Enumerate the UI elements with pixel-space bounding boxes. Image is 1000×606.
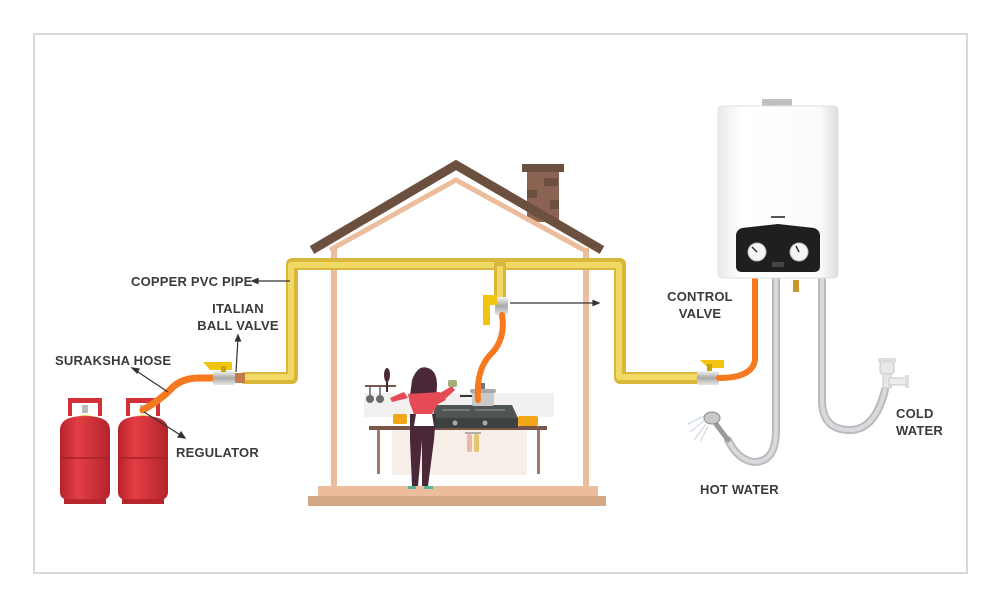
cold-water-hose xyxy=(818,276,889,435)
right-wall xyxy=(583,248,589,486)
geyser-gas-hose xyxy=(716,275,758,381)
geyser-brand xyxy=(771,216,785,218)
geyser-drain-valve xyxy=(793,280,799,292)
inner-roof xyxy=(328,177,586,253)
suraksha-hose xyxy=(139,374,219,414)
towels xyxy=(465,432,481,452)
label-suraksha-hose: SURAKSHA HOSE xyxy=(55,353,172,368)
left-wall xyxy=(331,248,337,486)
label-control-valve: CONTROL VALVE xyxy=(660,288,740,322)
pot-left xyxy=(393,414,407,424)
label-regulator: REGULATOR xyxy=(176,445,259,460)
label-italian-ball-valve: ITALIAN BALL VALVE xyxy=(188,300,288,334)
arrow-regulator xyxy=(143,411,183,437)
label-control-valve-line1: CONTROL xyxy=(667,289,733,304)
cold-water-tap xyxy=(878,358,909,389)
copper-pvc-pipe xyxy=(239,258,706,384)
shower-head xyxy=(687,411,731,443)
woman-cooking xyxy=(390,367,457,489)
geyser-flue xyxy=(762,99,792,107)
pot-right xyxy=(518,416,538,426)
italian-ball-valve xyxy=(203,362,245,385)
arrow-suraksha-hose xyxy=(134,369,169,393)
house xyxy=(308,159,606,506)
label-italian-ball-valve-line1: ITALIAN xyxy=(212,301,264,316)
gas-geyser xyxy=(717,99,839,292)
stove-ball-valve xyxy=(483,295,508,325)
label-hot-water: HOT WATER xyxy=(700,482,779,497)
kitchen-scene xyxy=(364,367,554,489)
annotation-arrows xyxy=(130,277,601,439)
label-control-valve-line2: VALVE xyxy=(678,306,722,321)
lpg-cylinder-1 xyxy=(60,398,110,504)
gas-stove xyxy=(432,405,518,428)
label-italian-ball-valve-line2: BALL VALVE xyxy=(197,318,279,333)
label-cold-water: COLD WATER xyxy=(896,405,943,439)
lpg-cylinders xyxy=(60,398,168,504)
control-valve xyxy=(697,360,724,385)
label-cold-water-line1: COLD xyxy=(896,406,934,421)
geyser-display xyxy=(772,262,784,267)
roof xyxy=(309,159,605,254)
label-copper-pvc-pipe: COPPER PVC PIPE xyxy=(131,274,253,289)
floor xyxy=(318,486,598,496)
utensil-rail xyxy=(365,368,396,403)
arrow-italian-ball-valve xyxy=(235,337,239,373)
stove-hose xyxy=(474,312,506,403)
label-cold-water-line2: WATER xyxy=(896,423,943,438)
lpg-cylinder-2 xyxy=(118,398,168,504)
floor-base xyxy=(308,496,606,506)
